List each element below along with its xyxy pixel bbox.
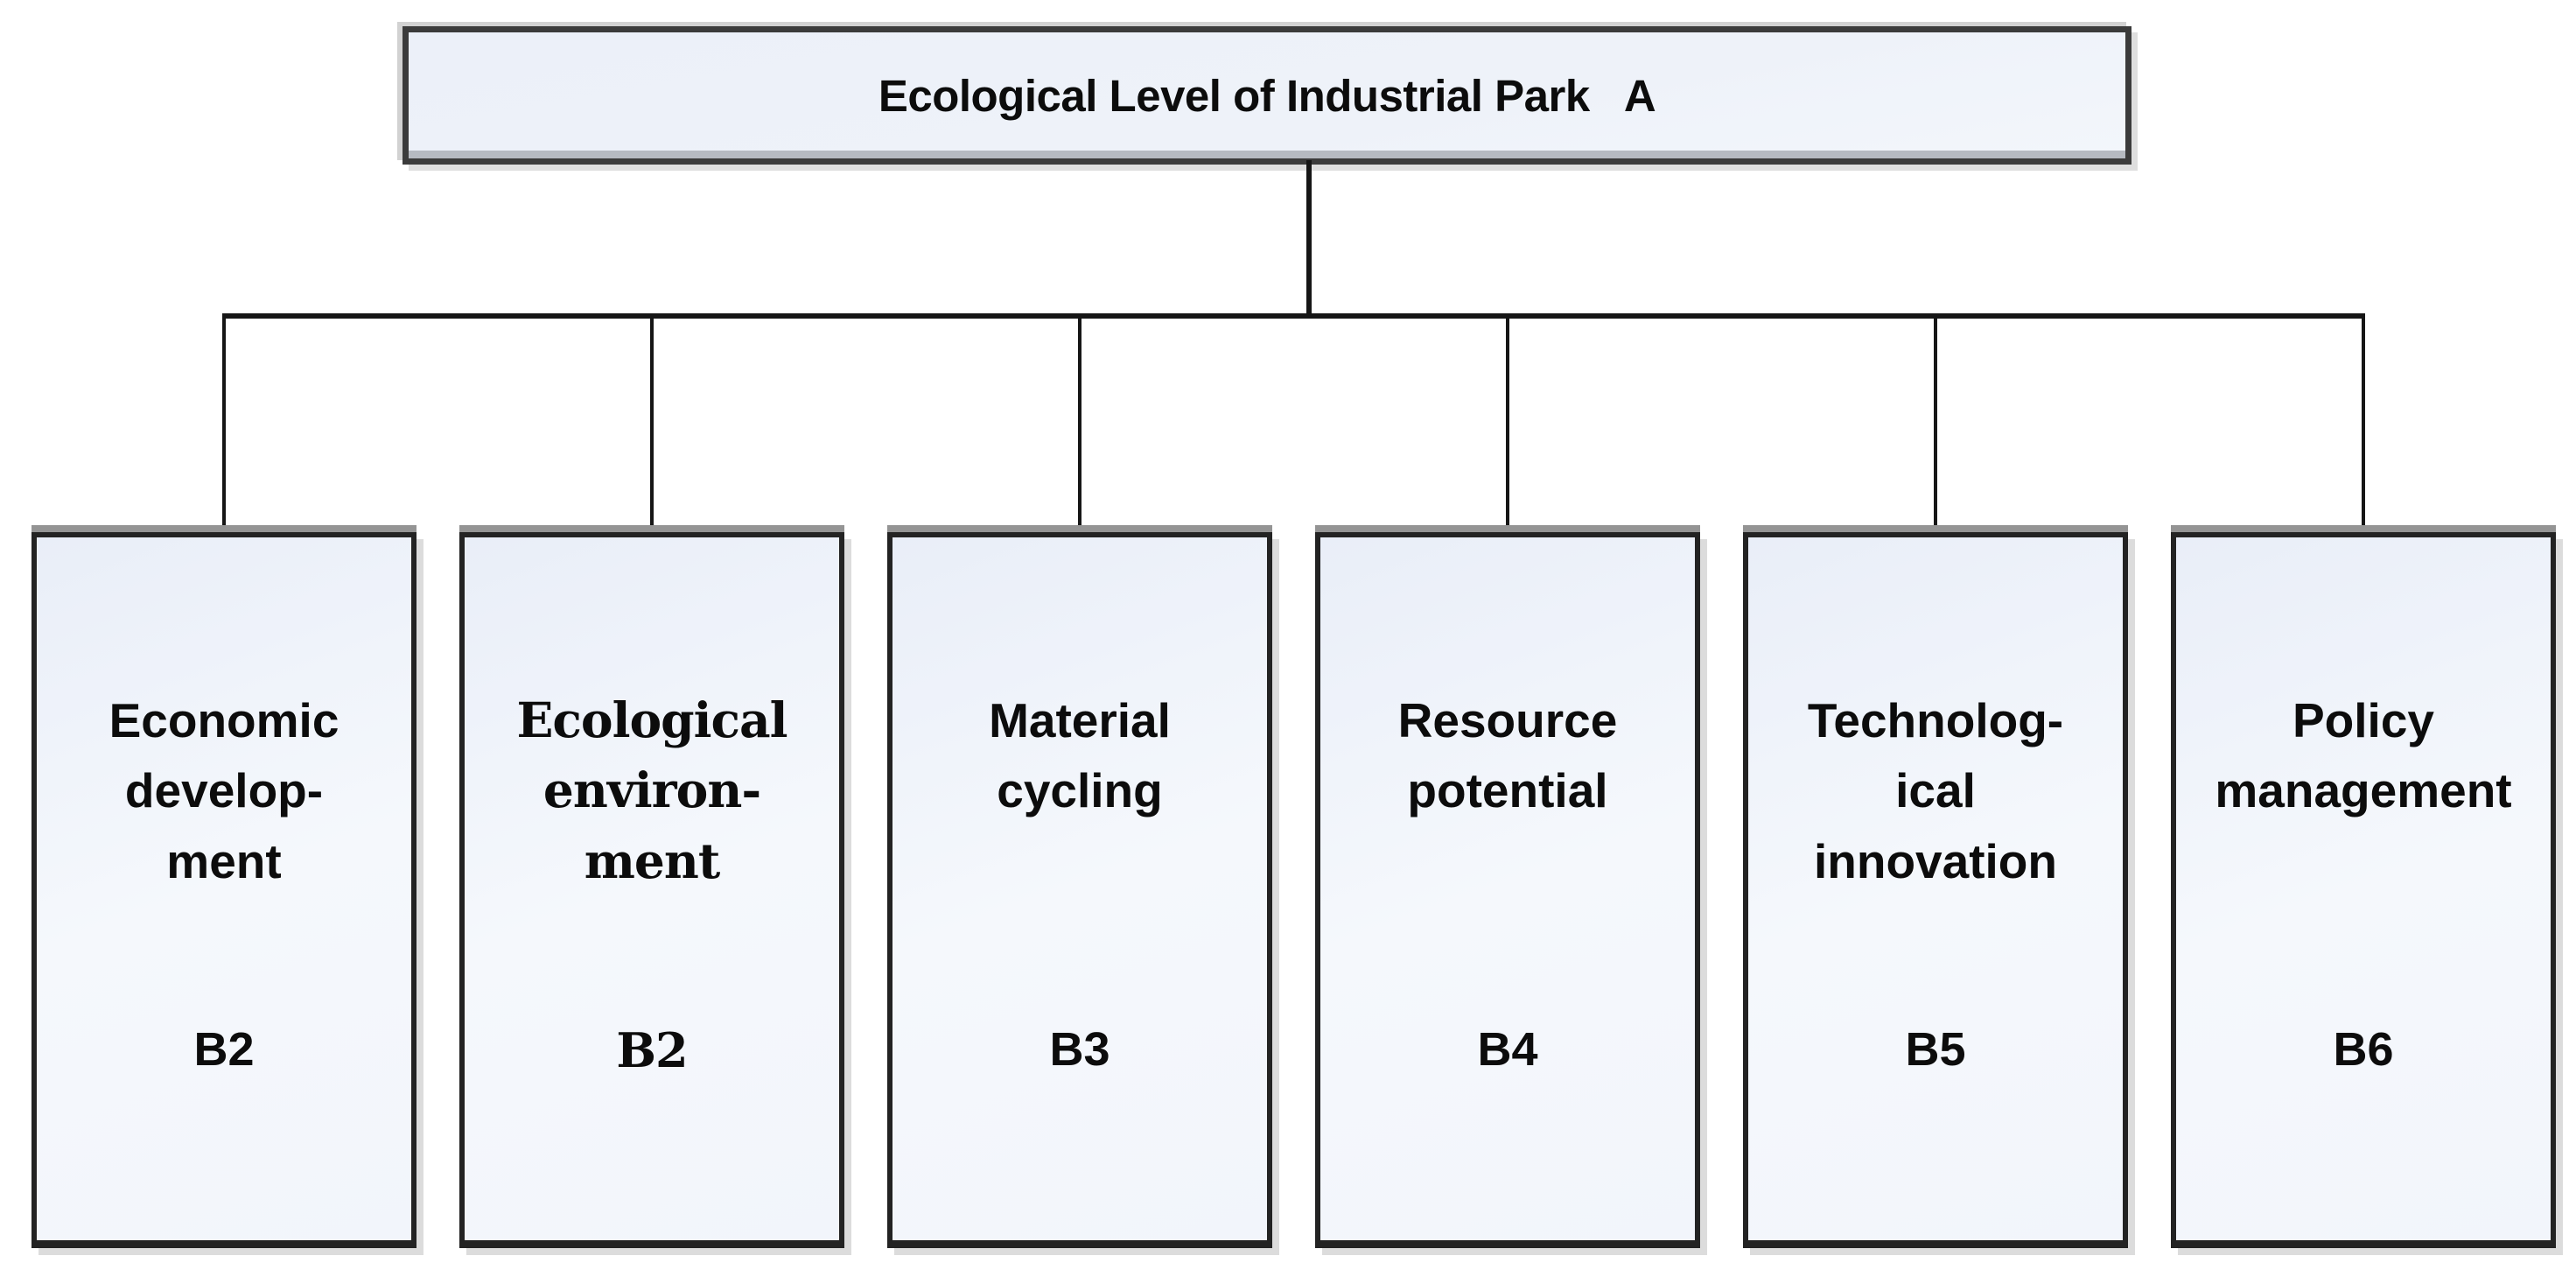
connector-bus (222, 313, 2365, 319)
connector-drop-6 (2362, 313, 2365, 534)
node-material-cycling: Material cycling B3 (887, 532, 1272, 1248)
root-title: Ecological Level of Industrial Park A (878, 70, 1656, 121)
connector-drop-5 (1934, 313, 1937, 534)
node-resource-potential: Resource potential B4 (1315, 532, 1700, 1248)
connector-drop-1 (222, 313, 226, 534)
child-code: B3 (1049, 1023, 1110, 1077)
child-label: Economic develop- ment (108, 692, 340, 889)
child-label: Material cycling (989, 692, 1171, 818)
node-technological-innovation: Technolog- ical innovation B5 (1743, 532, 2128, 1248)
node-policy-management: Policy management B6 (2171, 532, 2556, 1248)
child-code: B4 (1477, 1023, 1538, 1077)
child-label: Resource potential (1397, 692, 1618, 818)
node-economic-development: Economic develop- ment B2 (32, 532, 416, 1248)
connector-root-stem (1306, 160, 1312, 319)
connector-drop-4 (1506, 313, 1509, 534)
connector-drop-2 (650, 313, 654, 534)
child-code: B2 (193, 1023, 255, 1077)
child-label: Policy management (2215, 692, 2512, 818)
node-ecological-environment: Ecological environ- ment B2 (459, 532, 844, 1248)
connector-drop-3 (1078, 313, 1082, 534)
node-root: Ecological Level of Industrial Park A (402, 26, 2132, 165)
child-code: B6 (2333, 1023, 2394, 1077)
child-label: Ecological environ- ment (516, 691, 788, 890)
child-code: B2 (616, 1022, 688, 1079)
child-label: Technolog- ical innovation (1807, 692, 2064, 889)
child-code: B5 (1905, 1023, 1966, 1077)
